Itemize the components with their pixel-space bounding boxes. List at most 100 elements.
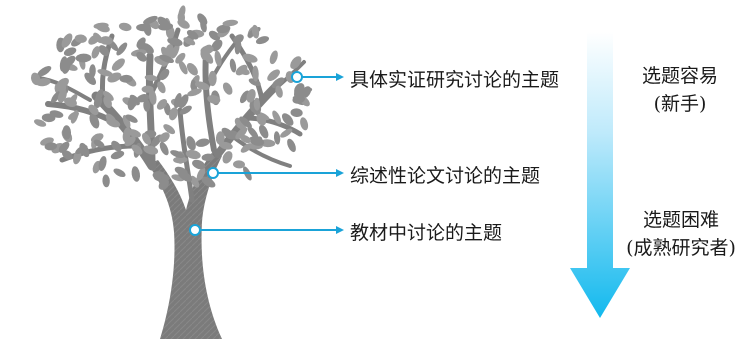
leaf	[214, 50, 222, 67]
leaf	[287, 138, 296, 153]
leaf	[240, 143, 253, 153]
leaf	[235, 64, 248, 76]
leaf	[99, 36, 113, 45]
leaf	[62, 125, 72, 140]
leaf	[280, 128, 293, 138]
leaf	[208, 30, 221, 41]
leaf	[269, 50, 278, 65]
leaf	[111, 140, 122, 152]
leaf	[201, 176, 216, 188]
leaf	[272, 110, 282, 125]
node-marker	[207, 167, 219, 179]
leaf	[196, 167, 206, 181]
leaf	[102, 90, 114, 101]
leaf	[300, 117, 309, 131]
topic-label-empirical: 具体实证研究讨论的主题	[350, 69, 560, 91]
leaf	[90, 133, 104, 143]
arrowhead-icon	[336, 73, 344, 81]
connector-3	[189, 224, 344, 236]
leaf	[222, 82, 233, 95]
leaf	[222, 151, 233, 164]
leaf	[248, 136, 265, 146]
leaf	[233, 34, 244, 44]
leaf	[34, 119, 47, 127]
leaf	[106, 118, 121, 128]
leaf	[235, 127, 248, 140]
tree-leaves	[31, 5, 313, 190]
leaf	[256, 113, 267, 126]
arrowhead-icon	[336, 169, 344, 177]
leaf	[143, 99, 151, 112]
topic-connectors	[189, 71, 344, 236]
leaf	[144, 74, 158, 81]
leaf	[75, 53, 92, 63]
leaf	[179, 105, 192, 115]
leaf	[127, 95, 137, 111]
leaf	[74, 34, 87, 43]
leaf	[275, 85, 283, 98]
connector-1	[291, 71, 344, 83]
leaf	[192, 159, 206, 170]
leaf	[201, 153, 214, 162]
leaf	[216, 24, 231, 34]
leaf	[222, 19, 239, 27]
leaf	[63, 47, 77, 56]
leaf	[103, 96, 112, 109]
leaf	[58, 80, 67, 94]
leaf	[190, 175, 200, 188]
leaf	[186, 29, 199, 40]
leaf	[177, 19, 190, 29]
leaf	[271, 77, 285, 89]
leaf	[131, 166, 141, 182]
leaf	[64, 97, 77, 107]
node-marker	[189, 224, 201, 236]
leaf	[95, 89, 104, 101]
easy-subtitle: (新手)	[653, 93, 707, 115]
leaf	[136, 37, 146, 49]
leaf	[229, 58, 237, 73]
leaf	[107, 72, 122, 83]
node-marker	[291, 71, 303, 83]
leaf	[207, 94, 221, 104]
leaf	[93, 139, 105, 148]
leaf	[208, 70, 217, 87]
leaf	[233, 160, 245, 169]
leaf	[239, 116, 252, 129]
hard-subtitle: (成熟研究者)	[626, 237, 736, 259]
leaf	[98, 45, 110, 57]
leaf	[98, 156, 107, 171]
leaf	[61, 33, 73, 48]
leaf	[89, 64, 96, 78]
leaf	[125, 114, 138, 123]
leaf	[170, 150, 185, 159]
arrowhead-icon	[336, 226, 344, 234]
leaf	[159, 68, 170, 81]
leaf	[51, 91, 61, 104]
leaf	[219, 141, 233, 150]
leaf	[177, 170, 193, 182]
leaf	[239, 90, 250, 104]
leaf	[141, 132, 152, 145]
leaf	[41, 113, 56, 123]
hard-title: 选题困难	[642, 209, 719, 231]
hard-label: 选题困难 (成熟研究者)	[611, 206, 751, 262]
leaf	[88, 104, 99, 116]
tree-illustration	[31, 5, 313, 339]
leaf	[44, 142, 57, 151]
leaf	[159, 132, 170, 143]
leaf	[186, 62, 198, 76]
leaf	[215, 131, 225, 145]
leaf	[183, 37, 196, 46]
leaf	[111, 58, 125, 71]
leaf	[128, 129, 141, 138]
leaf	[253, 97, 261, 111]
leaf	[173, 156, 188, 164]
leaf	[187, 88, 202, 97]
leaf	[178, 60, 188, 75]
topic-label-textbook: 教材中讨论的主题	[350, 222, 503, 244]
leaf	[239, 134, 252, 144]
leaf	[175, 52, 186, 64]
leaf	[143, 21, 152, 36]
leaf	[124, 136, 136, 147]
